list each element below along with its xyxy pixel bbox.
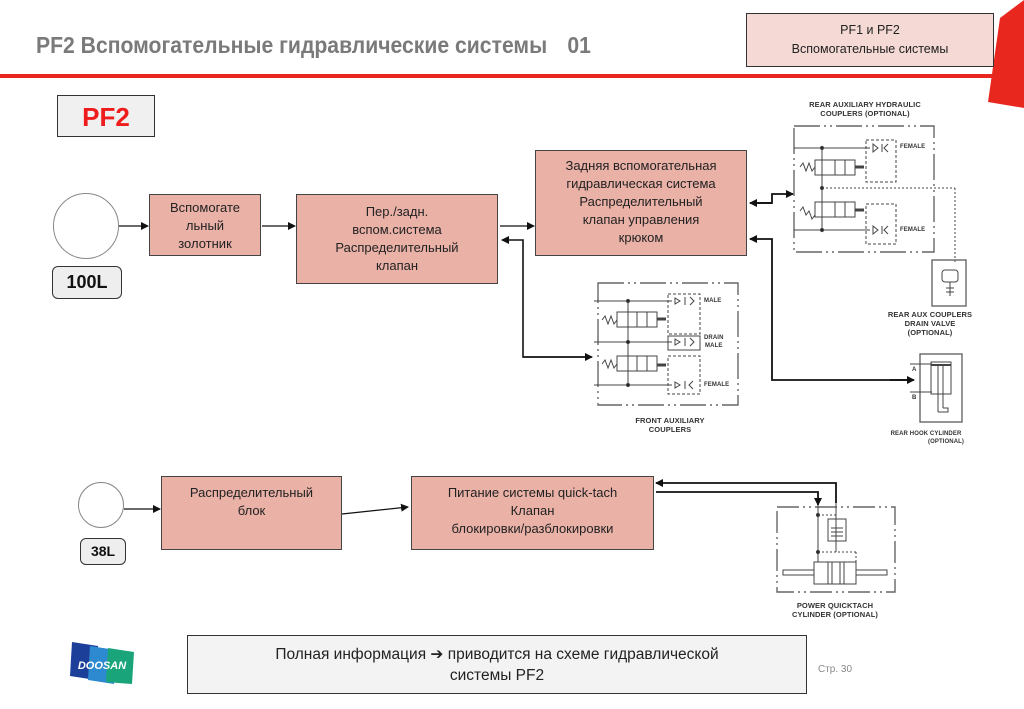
node-front-rear-valve: Пер./задн. вспом.система Распределительн…: [296, 194, 498, 284]
node-line: Задняя вспомогательная: [565, 158, 717, 173]
pump-38l: [78, 482, 124, 528]
node-distribution-block: Распределительный блок: [161, 476, 342, 550]
label-line: REAR AUX COUPLERS: [887, 310, 973, 319]
header-divider: [0, 74, 1000, 78]
node-line: Клапан: [510, 503, 555, 518]
label-line: CYLINDER (OPTIONAL): [791, 610, 879, 619]
node-line: льный: [185, 218, 225, 233]
node-line: клапан управления: [582, 212, 700, 227]
connector-rear-couplers: [756, 190, 794, 204]
page-number: Стр. 30: [818, 664, 853, 675]
section-box-line2: Вспомогательные системы: [791, 42, 949, 56]
pump-100l: [53, 193, 119, 259]
label-line: POWER QUICKTACH: [796, 601, 874, 610]
quicktach-cylinder-title: POWER QUICKTACH CYLINDER (OPTIONAL): [770, 601, 900, 619]
node-line: золотник: [178, 236, 232, 251]
port-label: FEMALE: [900, 227, 926, 233]
node-line: клапан: [375, 258, 419, 273]
doosan-logo: DOOSAN: [70, 642, 134, 684]
node-line: гидравлическая система: [566, 176, 716, 191]
port-label: FEMALE: [704, 382, 730, 388]
connector-quicktach-return: [655, 479, 837, 503]
connector-quicktach-supply: [656, 491, 822, 506]
node-line: крюком: [618, 230, 664, 245]
node-line: Распределительный: [579, 194, 703, 209]
label-line: REAR AUXILIARY HYDRAULIC: [809, 100, 921, 109]
port-label: MALE: [704, 298, 722, 304]
title-text: PF2 Вспомогательные гидравлические систе…: [36, 32, 548, 58]
title-number: 01: [567, 32, 591, 58]
node-rear-aux-valve: Задняя вспомогательная гидравлическая си…: [535, 150, 747, 256]
label-line: COUPLERS (OPTIONAL): [820, 109, 910, 118]
node-line: Питание системы quick-tach: [447, 485, 618, 500]
flow-tag-38l: 38L: [80, 538, 126, 565]
node-line: Пер./задн.: [365, 204, 429, 219]
connector-hook-cylinder: [749, 235, 913, 381]
port-b-label: B: [912, 395, 917, 401]
port-label-drain: DRAIN MALE: [704, 334, 724, 350]
label-line: (OPTIONAL): [928, 439, 964, 445]
info-box: Полная информация ➔ приводится на схеме …: [187, 635, 807, 694]
drain-valve-schematic: [931, 259, 967, 307]
hook-cylinder-title: REAR HOOK CYLINDER (OPTIONAL): [876, 430, 976, 446]
logo-text: DOOSAN: [78, 660, 127, 672]
port-a-label: A: [912, 367, 917, 373]
node-aux-spool: Вспомогате льный золотник: [149, 194, 261, 256]
node-line: блок: [237, 503, 266, 518]
node-line: вспом.система: [352, 222, 442, 237]
front-aux-couplers-title: FRONT AUXILIARY COUPLERS: [610, 416, 730, 434]
drain-valve-title: REAR AUX COUPLERS DRAIN VALVE (OPTIONAL): [880, 310, 980, 337]
section-box: PF1 и PF2 Вспомогательные системы: [746, 13, 994, 67]
rear-aux-couplers-schematic: [793, 125, 956, 262]
flow-tag-100l: 100L: [52, 266, 122, 299]
info-line2: системы PF2: [449, 667, 545, 684]
label-line: FRONT AUXILIARY: [635, 416, 705, 425]
label-line: MALE: [705, 343, 723, 349]
label-line: COUPLERS: [648, 425, 692, 434]
label-line: REAR HOOK CYLINDER: [890, 431, 962, 437]
label-line: DRAIN VALVE: [904, 319, 956, 328]
connector-block-quicktach: [341, 503, 409, 515]
port-label: FEMALE: [900, 144, 926, 150]
connector-front-couplers: [501, 236, 590, 358]
node-line: блокировки/разблокировки: [451, 521, 614, 536]
node-line: Распределительный: [189, 485, 314, 500]
label-line: (OPTIONAL): [907, 328, 953, 337]
node-line: Вспомогате: [169, 200, 241, 215]
quicktach-cylinder-schematic: [776, 503, 896, 593]
front-aux-couplers-schematic: [594, 282, 739, 406]
label-line: DRAIN: [704, 335, 724, 341]
section-box-line1: PF1 и PF2: [840, 23, 900, 37]
info-line1: Полная информация ➔ приводится на схеме …: [275, 646, 719, 663]
hook-cylinder-schematic: [910, 353, 963, 423]
rear-aux-couplers-title: REAR AUXILIARY HYDRAULIC COUPLERS (OPTIO…: [790, 100, 940, 118]
node-quicktach-valve: Питание системы quick-tach Клапан блокир…: [411, 476, 654, 550]
page-title: PF2 Вспомогательные гидравлические систе…: [36, 32, 591, 59]
node-line: Распределительный: [335, 240, 459, 255]
circuit-tag: PF2: [57, 95, 155, 137]
